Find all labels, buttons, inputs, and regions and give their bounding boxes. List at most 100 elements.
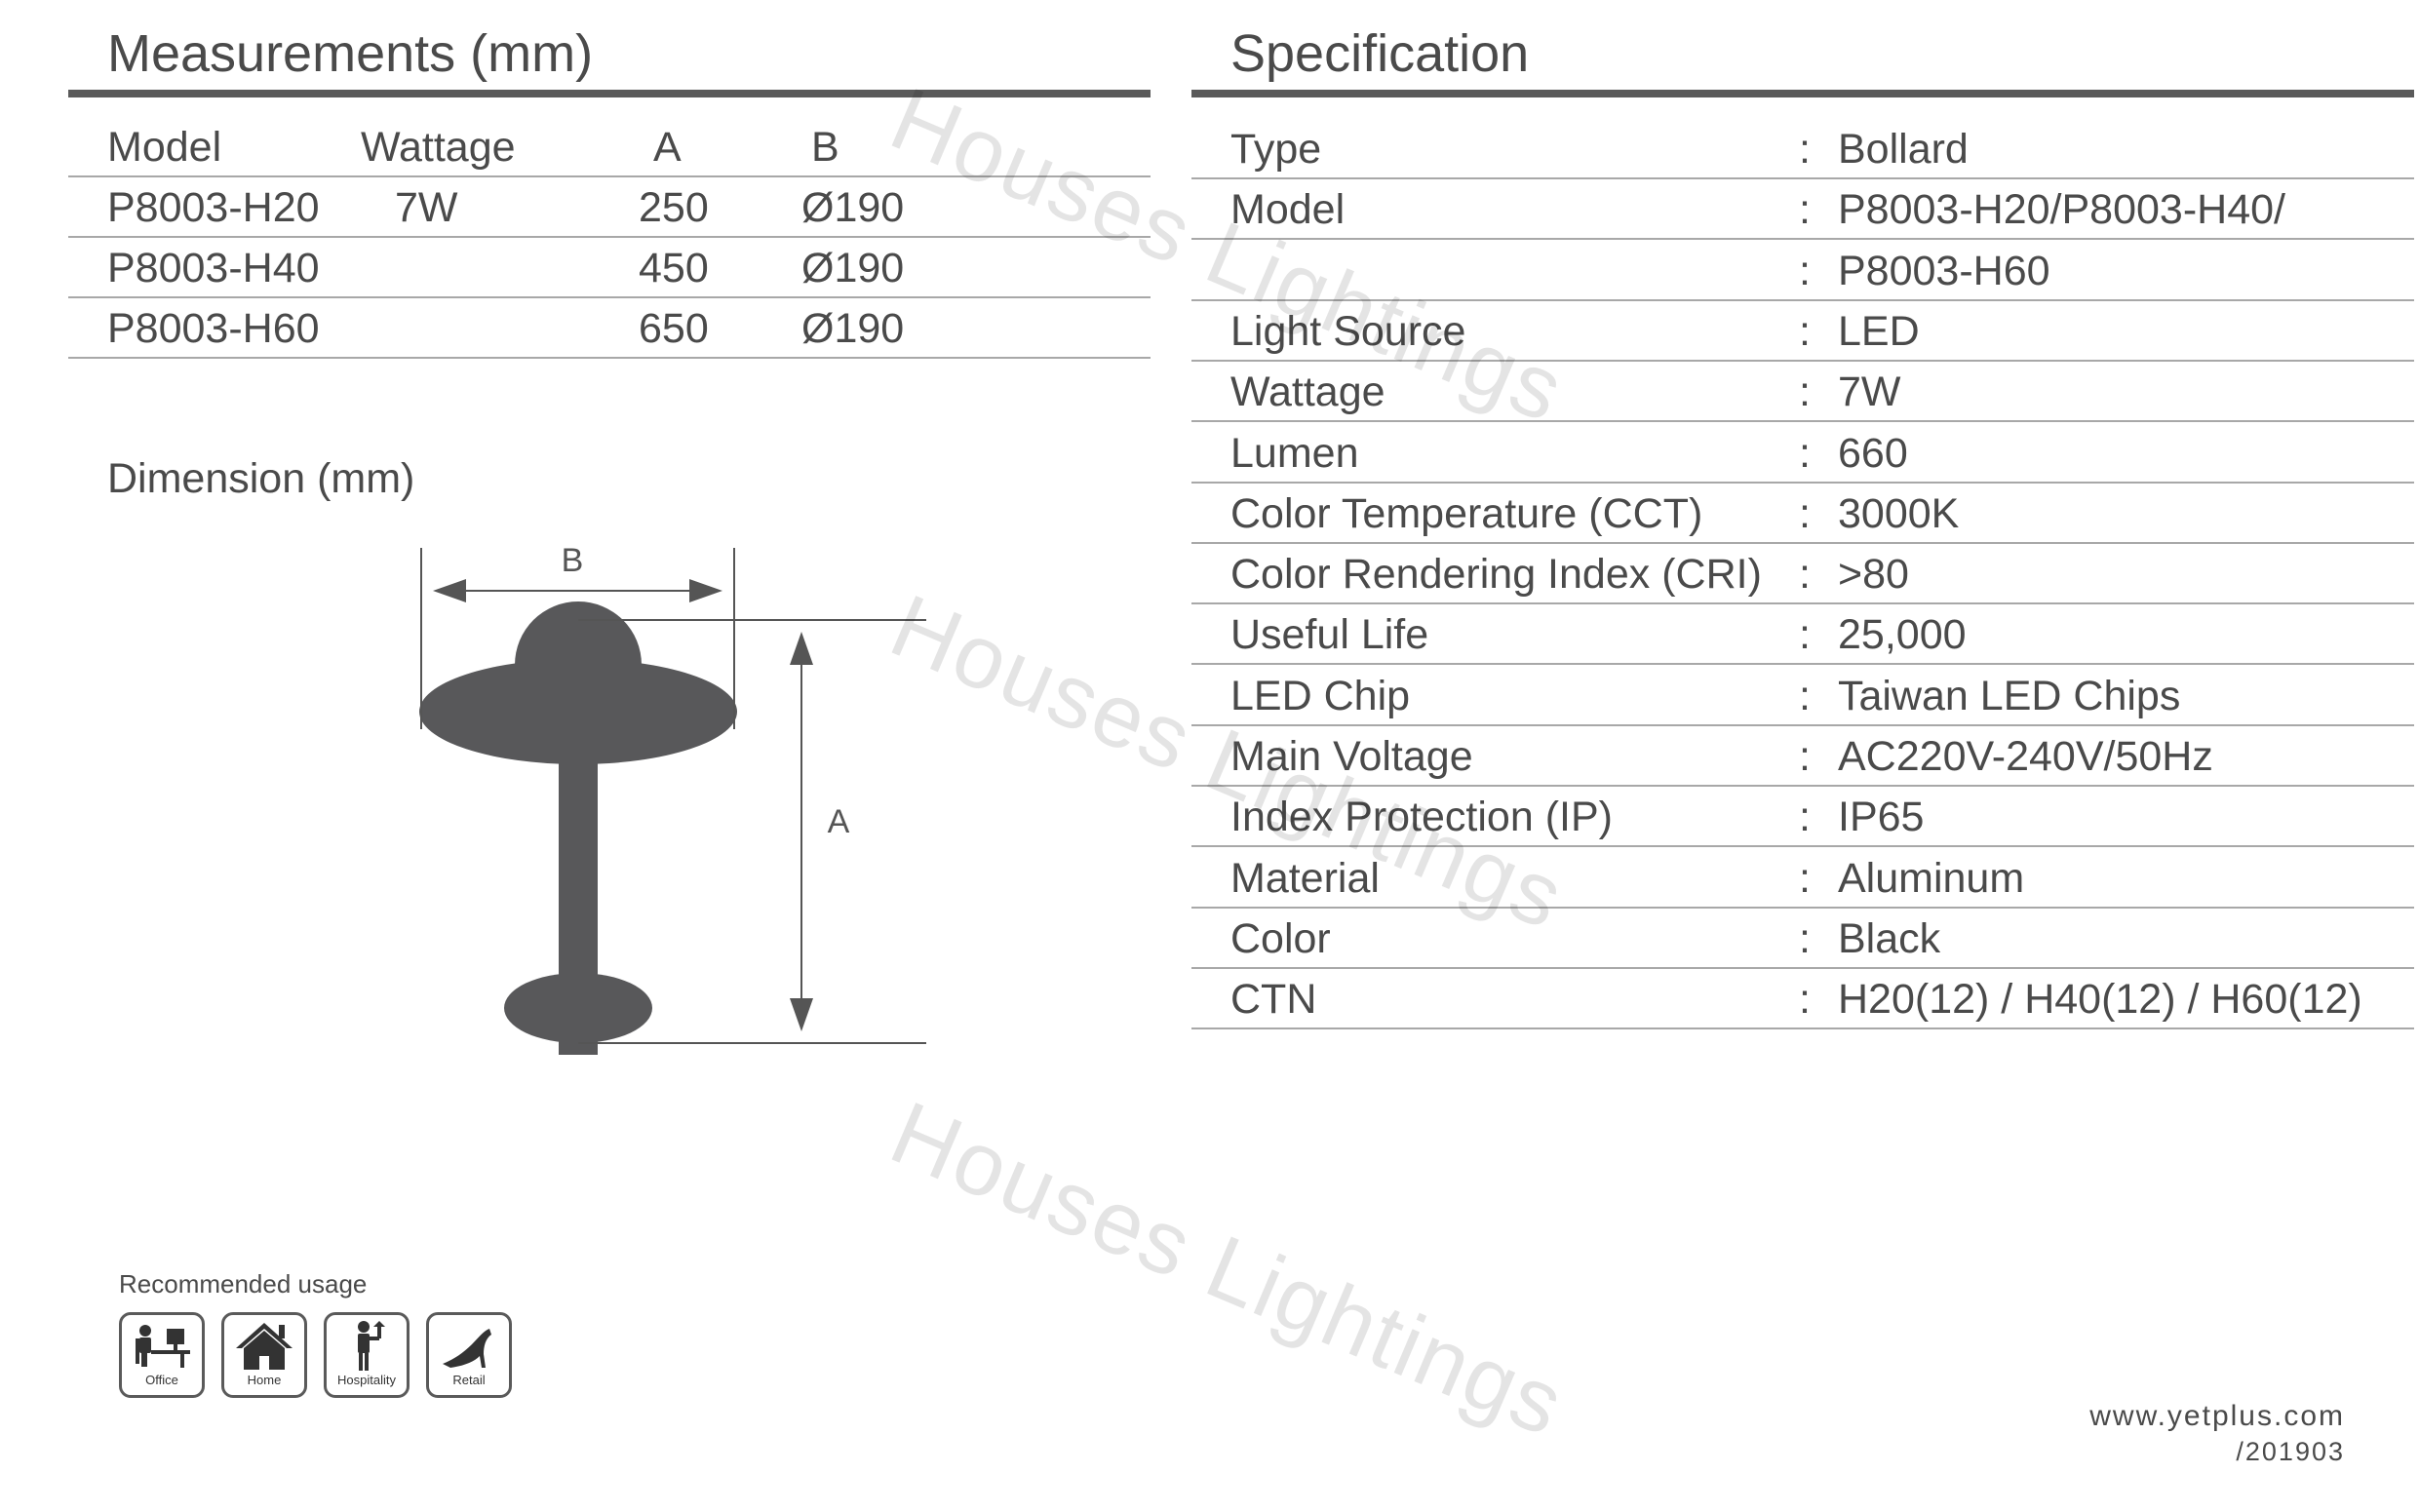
spec-value: 660 bbox=[1838, 430, 1908, 477]
usage-label: Office bbox=[145, 1373, 178, 1387]
spec-label: Type bbox=[1230, 126, 1322, 173]
cell-b: Ø190 bbox=[801, 305, 905, 352]
bollard-fixture bbox=[419, 601, 737, 1055]
row-divider bbox=[1191, 724, 2414, 726]
usage-label: Hospitality bbox=[337, 1373, 396, 1387]
usage-item-home: Home bbox=[221, 1312, 307, 1398]
specification-title: Specification bbox=[1230, 24, 1530, 83]
row-divider bbox=[1191, 845, 2414, 847]
usage-item-retail: Retail bbox=[426, 1312, 512, 1398]
cell-b: Ø190 bbox=[801, 245, 905, 291]
header-wattage: Wattage bbox=[361, 124, 516, 171]
home-icon bbox=[236, 1323, 293, 1370]
spec-label: CTN bbox=[1230, 976, 1317, 1023]
spec-separator: : bbox=[1799, 490, 1811, 537]
dimension-a-arrow-bottom bbox=[790, 998, 813, 1031]
spec-label: Lumen bbox=[1230, 430, 1359, 477]
header-model: Model bbox=[107, 124, 222, 171]
spec-value: Bollard bbox=[1838, 126, 1969, 173]
footer-website[interactable]: www.yetplus.com bbox=[2089, 1400, 2345, 1432]
spec-value: Black bbox=[1838, 915, 1941, 962]
spec-value: >80 bbox=[1838, 551, 1909, 598]
spec-value: AC220V-240V/50Hz bbox=[1838, 733, 2213, 780]
spec-separator: : bbox=[1799, 248, 1811, 294]
watermark: Houses Lightings bbox=[877, 68, 1579, 443]
spec-separator: : bbox=[1799, 186, 1811, 233]
spec-value: P8003-H20/P8003-H40/ bbox=[1838, 186, 2285, 233]
dimension-a-arrow-top bbox=[790, 632, 813, 665]
spec-label: Color Rendering Index (CRI) bbox=[1230, 551, 1762, 598]
row-divider bbox=[1191, 238, 2414, 240]
measurements-title: Measurements (mm) bbox=[107, 24, 594, 83]
watermark: Houses Lightings bbox=[877, 1082, 1579, 1456]
spec-separator: : bbox=[1799, 855, 1811, 902]
row-divider bbox=[1191, 299, 2414, 301]
spec-separator: : bbox=[1799, 368, 1811, 415]
footer-code: /201903 bbox=[2236, 1437, 2345, 1466]
row-divider bbox=[1191, 602, 2414, 604]
cell-a: 450 bbox=[639, 245, 709, 291]
row-divider bbox=[1191, 482, 2414, 484]
spec-value: 3000K bbox=[1838, 490, 1960, 537]
row-divider bbox=[68, 236, 1151, 238]
spec-separator: : bbox=[1799, 126, 1811, 173]
spec-separator: : bbox=[1799, 915, 1811, 962]
dimension-b-arrow-left bbox=[433, 579, 466, 602]
header-a: A bbox=[653, 124, 682, 171]
row-divider bbox=[68, 357, 1151, 359]
cell-wattage: 7W bbox=[395, 184, 458, 231]
row-divider bbox=[1191, 907, 2414, 909]
row-divider bbox=[1191, 360, 2414, 362]
usage-label: Retail bbox=[452, 1373, 486, 1387]
spec-label: Model bbox=[1230, 186, 1346, 233]
spec-label: Color Temperature (CCT) bbox=[1230, 490, 1703, 537]
spec-separator: : bbox=[1799, 673, 1811, 719]
retail-icon bbox=[443, 1329, 491, 1368]
spec-label: Useful Life bbox=[1230, 611, 1429, 658]
cell-model: P8003-H40 bbox=[107, 245, 320, 291]
spec-value: Taiwan LED Chips bbox=[1838, 673, 2181, 719]
spec-label: Color bbox=[1230, 915, 1331, 962]
spec-value: IP65 bbox=[1838, 794, 1925, 840]
row-divider bbox=[1191, 177, 2414, 179]
spec-value: 25,000 bbox=[1838, 611, 1967, 658]
measurements-title-rule bbox=[68, 90, 1151, 97]
spec-label: Light Source bbox=[1230, 308, 1466, 355]
row-divider bbox=[1191, 420, 2414, 422]
spec-separator: : bbox=[1799, 308, 1811, 355]
spec-separator: : bbox=[1799, 611, 1811, 658]
cell-a: 650 bbox=[639, 305, 709, 352]
row-divider bbox=[1191, 785, 2414, 787]
row-divider bbox=[68, 296, 1151, 298]
spec-label: Wattage bbox=[1230, 368, 1385, 415]
dimension-b-label: B bbox=[562, 542, 584, 579]
spec-label: Index Protection (IP) bbox=[1230, 794, 1613, 840]
cell-model: P8003-H20 bbox=[107, 184, 320, 231]
spec-value: Aluminum bbox=[1838, 855, 2025, 902]
row-divider bbox=[1191, 1027, 2414, 1029]
spec-separator: : bbox=[1799, 430, 1811, 477]
spec-value: H20(12) / H40(12) / H60(12) bbox=[1838, 976, 2362, 1023]
hospitality-icon bbox=[358, 1321, 385, 1371]
recommended-usage-title: Recommended usage bbox=[119, 1269, 368, 1299]
spec-separator: : bbox=[1799, 733, 1811, 780]
spec-value: LED bbox=[1838, 308, 1920, 355]
usage-item-hospitality: Hospitality bbox=[324, 1312, 410, 1398]
cell-a: 250 bbox=[639, 184, 709, 231]
spec-label: LED Chip bbox=[1230, 673, 1411, 719]
dimension-title: Dimension (mm) bbox=[107, 455, 415, 502]
usage-item-office: Office bbox=[119, 1312, 205, 1398]
specification-title-rule bbox=[1191, 90, 2414, 97]
spec-separator: : bbox=[1799, 794, 1811, 840]
spec-separator: : bbox=[1799, 976, 1811, 1023]
spec-separator: : bbox=[1799, 551, 1811, 598]
header-b: B bbox=[811, 124, 839, 171]
usage-label: Home bbox=[247, 1373, 282, 1387]
spec-label: Material bbox=[1230, 855, 1380, 902]
dimension-b-arrow-right bbox=[689, 579, 722, 602]
row-divider bbox=[68, 175, 1151, 177]
row-divider bbox=[1191, 542, 2414, 544]
spec-label: Main Voltage bbox=[1230, 733, 1473, 780]
row-divider bbox=[1191, 663, 2414, 665]
office-icon bbox=[136, 1325, 190, 1368]
